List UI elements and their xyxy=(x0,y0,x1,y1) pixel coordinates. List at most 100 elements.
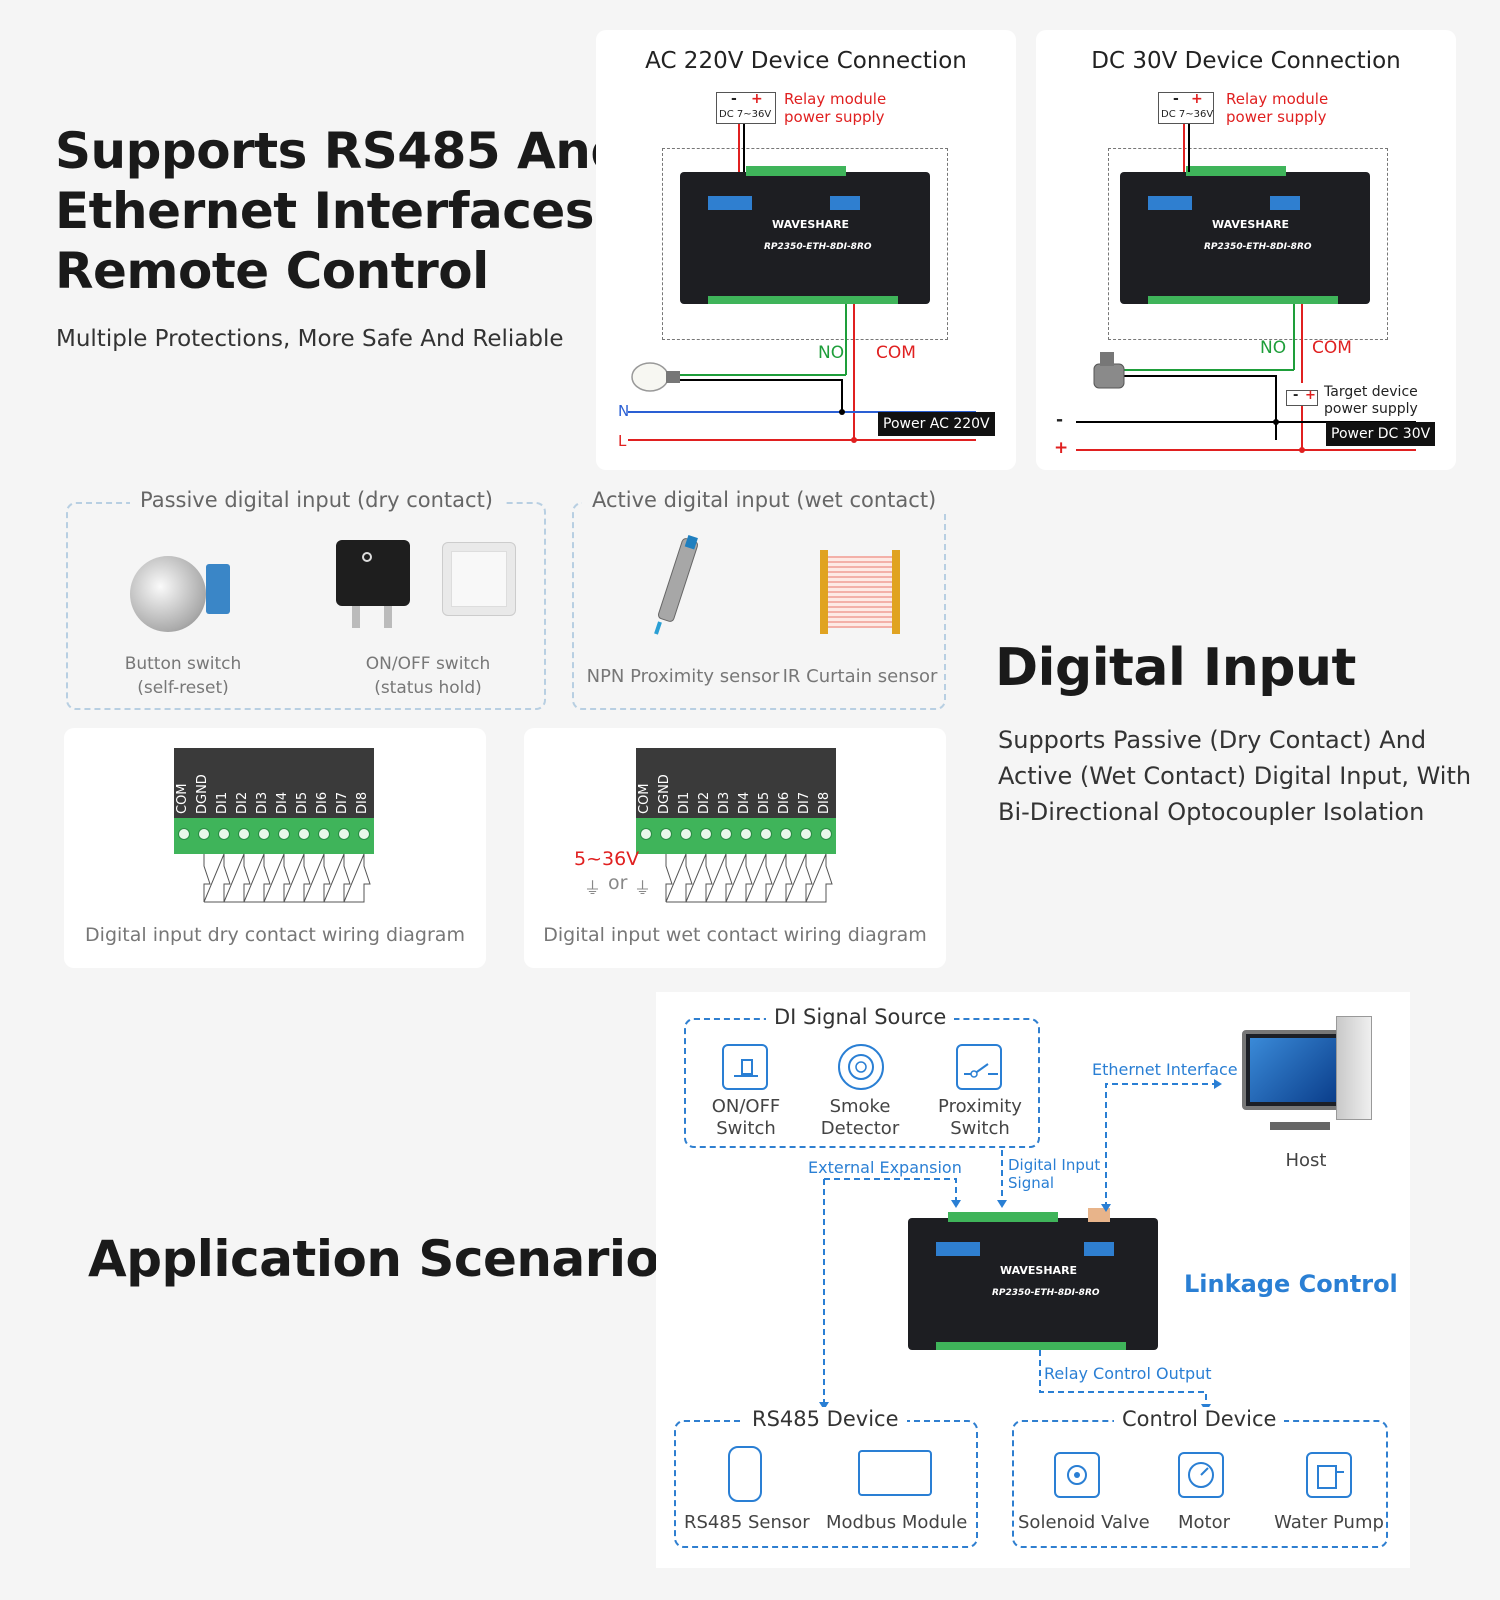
wet-screw xyxy=(660,828,672,840)
headline-line1: Supports RS485 And xyxy=(55,122,626,180)
host-monitor-icon xyxy=(1242,1030,1346,1110)
button-switch-icon xyxy=(130,556,206,632)
wet-screw xyxy=(820,828,832,840)
digital-input-desc: Supports Passive (Dry Contact) And Activ… xyxy=(998,726,1472,826)
ac-card-title: AC 220V Device Connection xyxy=(645,48,967,74)
ac-module-frame xyxy=(662,148,948,340)
onoff-switch-icon xyxy=(722,1044,768,1090)
motor-caption: Motor xyxy=(1177,1512,1230,1533)
motor-icon xyxy=(1178,1452,1224,1498)
pump-caption: Water Pump xyxy=(1274,1512,1384,1533)
dc-supply-label: Relay module power supply xyxy=(1226,90,1329,126)
npn-proximity-sensor-icon xyxy=(654,535,699,635)
wet-screw xyxy=(640,828,652,840)
dry-screw xyxy=(238,828,250,840)
dc-minus-label: - xyxy=(1056,410,1064,430)
dry-pin-label: DI2 xyxy=(235,791,250,814)
dc-module-frame xyxy=(1108,148,1388,340)
dc-target-battery-icon: - + xyxy=(1286,388,1318,406)
dry-pin-label: DI3 xyxy=(255,791,270,814)
wet-screw xyxy=(780,828,792,840)
wet-screw xyxy=(700,828,712,840)
modbus-caption: Modbus Module xyxy=(826,1512,968,1533)
relay-output-label: Relay Control Output xyxy=(1044,1364,1212,1383)
wet-pin-label: DI7 xyxy=(797,791,812,814)
host-label: Host xyxy=(1285,1150,1327,1171)
wet-pin-label: DI5 xyxy=(757,791,772,814)
ir-caption: IR Curtain sensor xyxy=(782,666,938,687)
dry-pin-label: DGND xyxy=(195,774,210,814)
passive-title: Passive digital input (dry contact) xyxy=(130,488,504,512)
npn-caption: NPN Proximity sensor xyxy=(586,666,780,687)
wet-pin-label: COM xyxy=(637,783,652,814)
headline-subtitle: Multiple Protections, More Safe And Reli… xyxy=(56,326,564,352)
wet-terminal-block xyxy=(636,818,836,854)
wet-pin-label: DI8 xyxy=(817,791,832,814)
dry-screw xyxy=(278,828,290,840)
ac-no-label: NO xyxy=(818,343,845,363)
wet-screw xyxy=(680,828,692,840)
dry-wires xyxy=(203,853,371,903)
onoff-switch-caption: ON/OFF switch(status hold) xyxy=(365,654,491,698)
wet-pin-label: DI2 xyxy=(697,791,712,814)
dry-pin-label: DI6 xyxy=(315,791,330,814)
dc-card-title: DC 30V Device Connection xyxy=(1091,48,1401,74)
proximity-switch-icon xyxy=(956,1044,1002,1090)
dc-com-label: COM xyxy=(1312,338,1352,358)
water-pump-icon xyxy=(1306,1452,1352,1498)
dry-screw xyxy=(178,828,190,840)
control-title: Control Device xyxy=(1114,1407,1285,1431)
wet-pin-label: DI6 xyxy=(777,791,792,814)
ground-symbol-icon: ⏚ xyxy=(634,879,651,899)
apps-relay-module: WAVESHARE RP2350-ETH-8DI-8RO xyxy=(908,1208,1158,1350)
active-input-box: Active digital input (wet contact) NPN P… xyxy=(572,488,947,710)
wet-pin-label: DI3 xyxy=(717,791,732,814)
dc-power-label: Power DC 30V xyxy=(1326,422,1436,446)
ac-power-label: Power AC 220V xyxy=(878,412,995,436)
button-switch-caption: Button switch(self-reset) xyxy=(124,654,242,698)
passive-input-box: Passive digital input (dry contact) Butt… xyxy=(66,488,546,710)
dc-no-label: NO xyxy=(1260,338,1287,358)
dry-screw xyxy=(298,828,310,840)
dc-plus-label: + xyxy=(1054,438,1069,458)
dry-screw xyxy=(318,828,330,840)
apps-heading: Application Scenarios xyxy=(88,1230,689,1288)
rs485-sensor-caption: RS485 Sensor xyxy=(684,1512,810,1533)
ethernet-label: Ethernet Interface xyxy=(1092,1060,1238,1079)
ir-curtain-icon xyxy=(820,550,828,634)
rs485-title: RS485 Device xyxy=(744,1407,907,1431)
headline-line2: Ethernet Interfaces xyxy=(55,182,595,240)
dry-pin-label: DI1 xyxy=(215,791,230,814)
di-source-title: DI Signal Source xyxy=(766,1005,955,1029)
rs485-sensor-icon xyxy=(728,1446,762,1502)
ac-supply-label: Relay module power supply xyxy=(784,90,887,126)
valve-caption: Solenoid Valve xyxy=(1018,1512,1150,1533)
wet-pin-label: DI4 xyxy=(737,791,752,814)
ac-connection-card: AC 220V Device Connection - + DC 7~36V R… xyxy=(596,30,1016,470)
dry-pin-label: DI7 xyxy=(335,791,350,814)
ac-battery-icon: - + DC 7~36V xyxy=(716,91,776,124)
wet-screw xyxy=(800,828,812,840)
ac-wiring xyxy=(628,124,976,443)
wet-wires xyxy=(665,853,833,903)
ext-expansion-label: External Expansion xyxy=(808,1158,962,1177)
host-tower-icon xyxy=(1336,1016,1372,1120)
wet-or-label: or xyxy=(608,872,628,894)
wet-screw xyxy=(740,828,752,840)
dc-relay-module: WAVESHARE RP2350-ETH-8DI-8RO xyxy=(1120,166,1370,304)
dry-pin-label: COM xyxy=(175,783,190,814)
wet-screw xyxy=(720,828,732,840)
apps-connectors xyxy=(819,1079,1222,1412)
headline-line3: Remote Control xyxy=(55,242,489,300)
wet-pin-label: DGND xyxy=(657,774,672,814)
dry-terminal-block xyxy=(174,818,374,854)
